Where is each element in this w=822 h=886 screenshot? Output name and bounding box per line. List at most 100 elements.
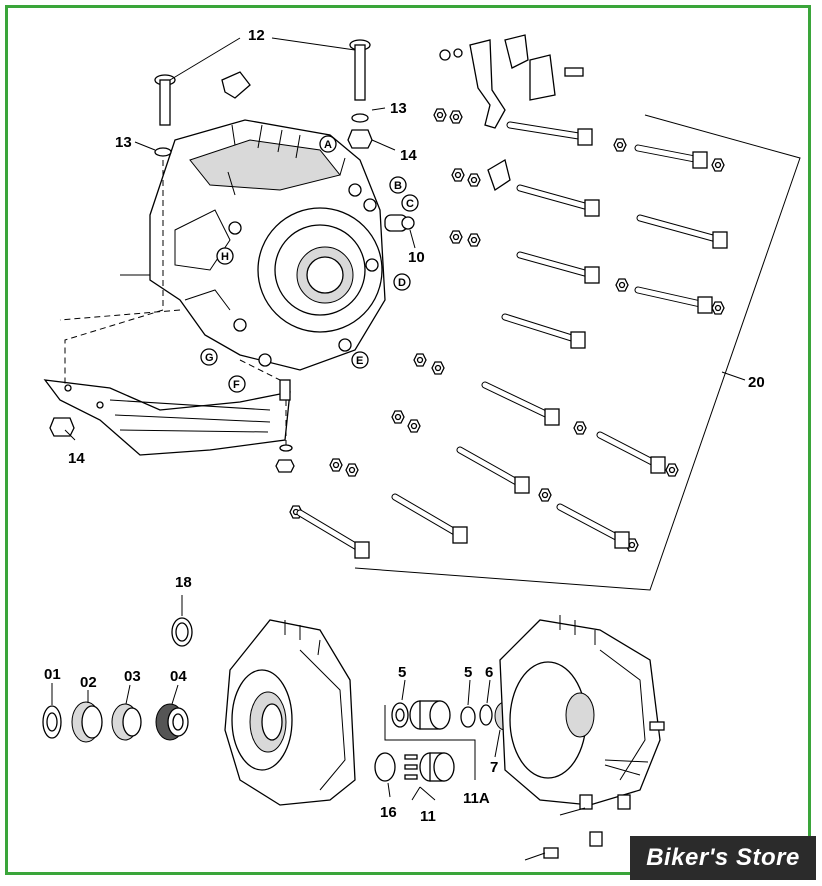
letter-tag-H: H bbox=[216, 247, 234, 265]
bolt-shank-fill bbox=[635, 287, 708, 308]
bearing-04 bbox=[155, 703, 189, 741]
callout-12: 12 bbox=[248, 27, 265, 44]
washer-13-right bbox=[351, 113, 369, 123]
hardware-kit-20 bbox=[289, 34, 728, 559]
callout-18: 18 bbox=[175, 574, 192, 591]
washer-5-left bbox=[391, 702, 409, 728]
crankcase-left-half bbox=[149, 119, 386, 371]
needles-11 bbox=[404, 754, 418, 780]
bolt-head bbox=[354, 541, 370, 559]
hex-nut-hole bbox=[618, 281, 626, 289]
svg-text:A: A bbox=[324, 139, 332, 151]
callout-11A: 11A bbox=[463, 790, 490, 807]
bolt-head bbox=[514, 476, 530, 494]
bolt-head bbox=[577, 128, 593, 146]
callout-13-right: 13 bbox=[390, 100, 407, 117]
callout-20: 20 bbox=[748, 374, 765, 391]
bolt-shank-fill bbox=[507, 122, 588, 140]
letter-tag-C: C bbox=[401, 194, 419, 212]
washer-5-right bbox=[460, 706, 476, 728]
bolt-shank-fill bbox=[502, 314, 581, 343]
bolt-head bbox=[650, 456, 666, 474]
hex-nut-hole bbox=[332, 461, 340, 469]
callout-04: 04 bbox=[170, 668, 187, 685]
hex-nut-hole bbox=[470, 236, 478, 244]
letter-tag-G: G bbox=[200, 348, 218, 366]
needle-bearing-11-upper bbox=[409, 700, 451, 730]
svg-text:B: B bbox=[394, 180, 402, 192]
hex-nut-hole bbox=[454, 171, 462, 179]
bushing-10 bbox=[384, 214, 415, 232]
bolt-shank-fill bbox=[557, 504, 625, 543]
letter-tag-E: E bbox=[351, 351, 369, 369]
hex-nut-hole bbox=[616, 141, 624, 149]
washer-13-left bbox=[154, 147, 172, 157]
callout-11: 11 bbox=[420, 808, 436, 825]
bolt-head bbox=[452, 526, 468, 544]
hex-nut-hole bbox=[452, 113, 460, 121]
mount-plate bbox=[43, 379, 291, 456]
race-02 bbox=[71, 701, 103, 743]
bolt-head bbox=[544, 408, 560, 426]
callout-5-left: 5 bbox=[398, 664, 406, 681]
callout-14-upper: 14 bbox=[400, 147, 417, 164]
spacer-6 bbox=[479, 704, 493, 726]
bolt-head bbox=[712, 231, 728, 249]
callout-13-left: 13 bbox=[115, 134, 132, 151]
bolt-head bbox=[692, 151, 708, 169]
svg-text:G: G bbox=[205, 352, 214, 364]
clip-part bbox=[221, 71, 251, 99]
hex-nut-hole bbox=[394, 413, 402, 421]
svg-text:D: D bbox=[398, 277, 406, 289]
nut-14-lower bbox=[49, 417, 75, 437]
seal-18 bbox=[171, 617, 193, 647]
bolt-shank-fill bbox=[457, 447, 525, 488]
bolt-head bbox=[614, 531, 630, 549]
callout-6: 6 bbox=[485, 664, 493, 681]
bolt-shank-fill bbox=[297, 510, 365, 553]
seal-01 bbox=[42, 705, 62, 739]
bushing-03 bbox=[111, 703, 142, 741]
cage-16 bbox=[374, 752, 396, 782]
callout-14-lower: 14 bbox=[68, 450, 85, 467]
callout-16: 16 bbox=[380, 804, 397, 821]
svg-text:E: E bbox=[356, 355, 363, 367]
letter-tag-A: A bbox=[319, 135, 337, 153]
bolt-head bbox=[584, 199, 600, 217]
bolt-head bbox=[697, 296, 713, 314]
hex-nut-hole bbox=[416, 356, 424, 364]
callout-7: 7 bbox=[490, 759, 498, 776]
hex-nut-hole bbox=[348, 466, 356, 474]
bolt-12-left bbox=[154, 74, 176, 126]
bolt-shank-fill bbox=[637, 215, 723, 243]
bolt-12-right bbox=[349, 39, 371, 101]
svg-text:F: F bbox=[233, 379, 240, 391]
bolt-shank-fill bbox=[517, 252, 595, 278]
crankcase-bottom-left bbox=[224, 619, 356, 806]
bolt-shank-fill bbox=[635, 145, 703, 163]
callout-01: 01 bbox=[44, 666, 61, 683]
letter-tag-D: D bbox=[393, 273, 411, 291]
letter-tag-B: B bbox=[389, 176, 407, 194]
crankcase-bottom-right bbox=[499, 615, 665, 861]
watermark-logo: Biker's Store bbox=[630, 836, 816, 880]
bolt-head bbox=[584, 266, 600, 284]
hex-nut-hole bbox=[452, 233, 460, 241]
hex-nut-hole bbox=[668, 466, 676, 474]
hex-nut-hole bbox=[470, 176, 478, 184]
hex-nut-hole bbox=[434, 364, 442, 372]
callout-03: 03 bbox=[124, 668, 141, 685]
hex-nut-hole bbox=[436, 111, 444, 119]
bolt-shank-fill bbox=[517, 185, 595, 211]
bolt-shank-fill bbox=[482, 382, 555, 420]
svg-text:H: H bbox=[221, 251, 229, 263]
hex-nut-hole bbox=[714, 161, 722, 169]
callout-02: 02 bbox=[80, 674, 97, 691]
hex-nut-hole bbox=[628, 541, 636, 549]
needle-bearing-11-lower bbox=[419, 752, 455, 782]
letter-tag-F: F bbox=[228, 375, 246, 393]
svg-text:C: C bbox=[406, 198, 414, 210]
bolt-shank-fill bbox=[597, 432, 661, 468]
hex-nut-hole bbox=[576, 424, 584, 432]
